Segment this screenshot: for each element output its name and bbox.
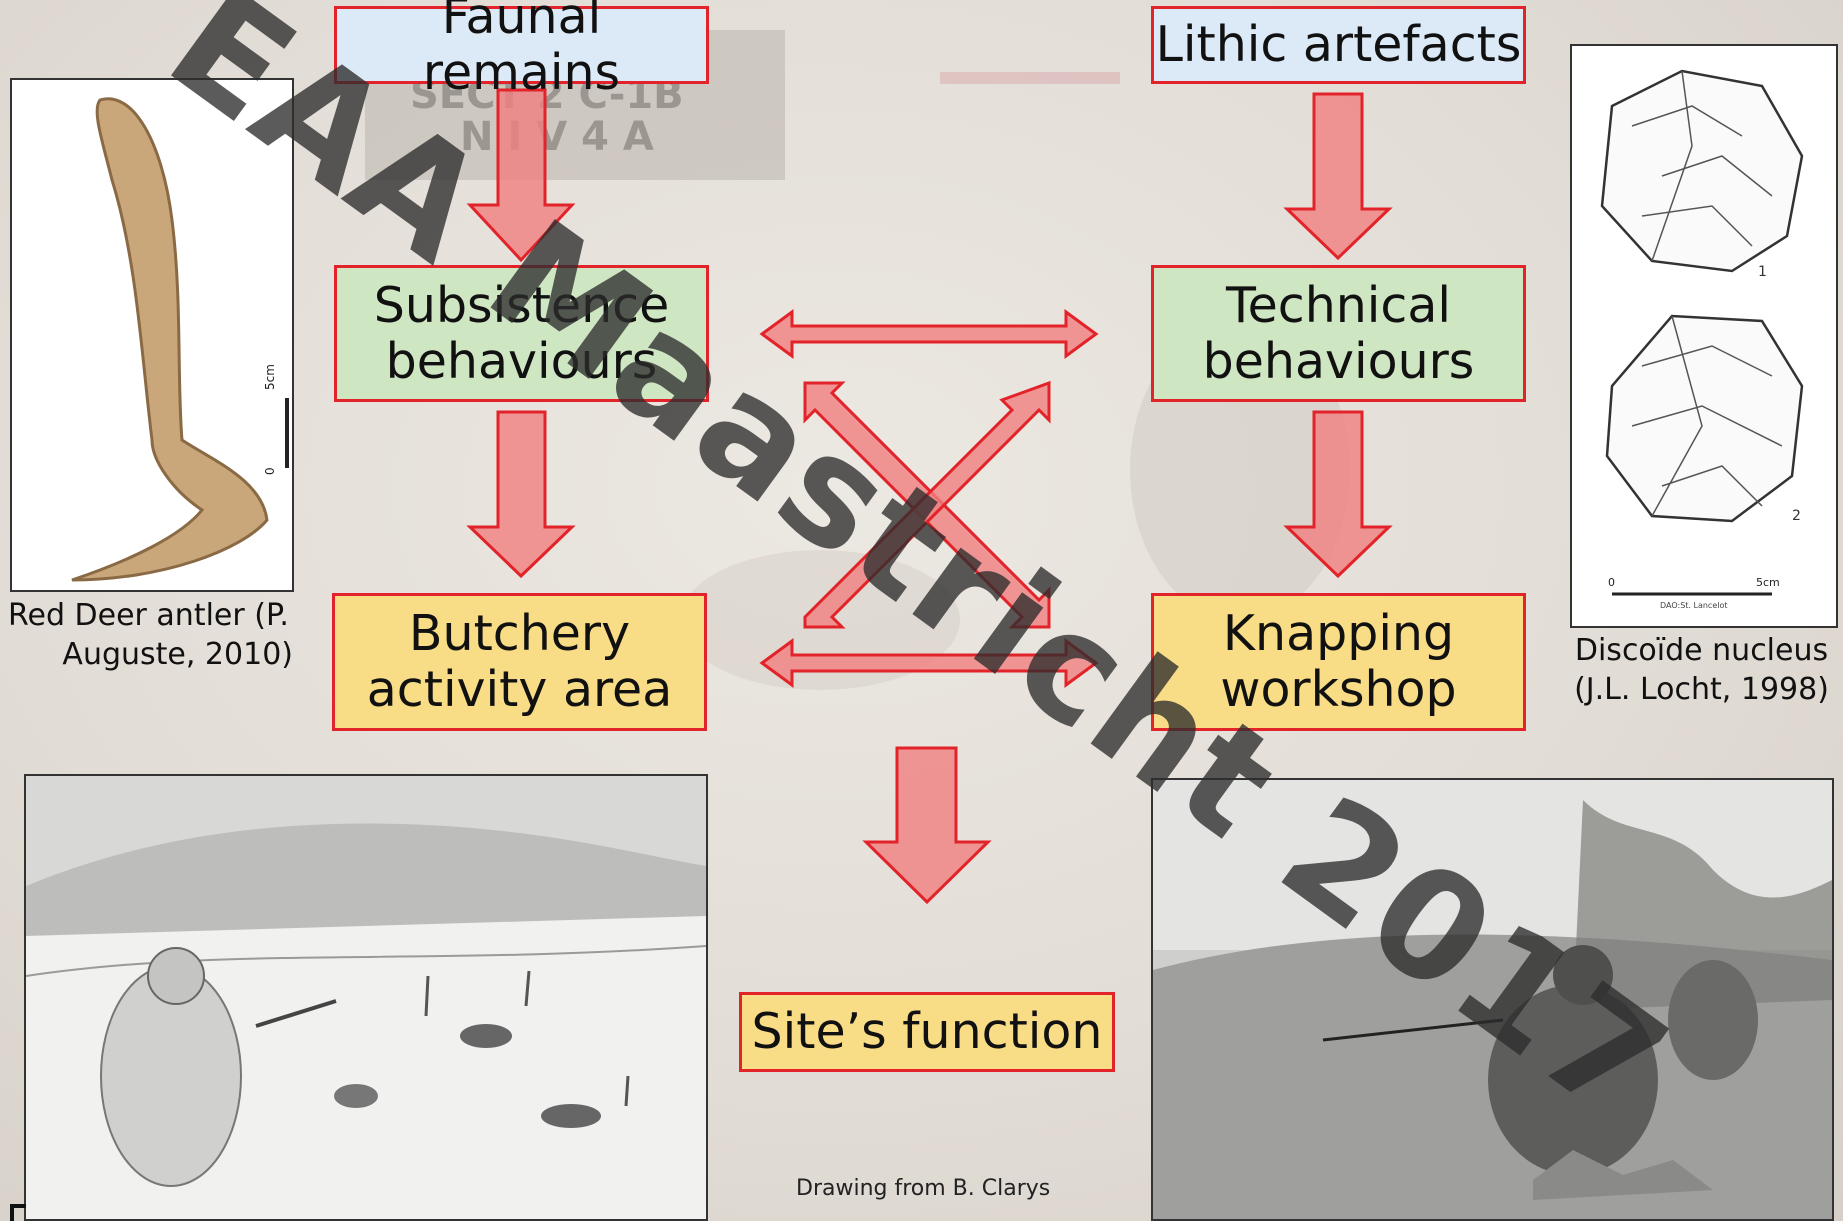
hunting-scene-hills [26, 823, 706, 936]
knapping-scene-tree [1573, 800, 1832, 1010]
hunting-scene-drawing [26, 776, 706, 1187]
nucleus-2-scars [1631, 315, 1783, 517]
box-butchery-line1: Butchery [408, 605, 631, 663]
hunting-scene-spear [255, 999, 337, 1028]
hunting-scene-animal-2 [460, 1024, 512, 1048]
box-technical-behaviours: Technical behaviours [1151, 265, 1526, 402]
knapping-scene-image [1151, 778, 1834, 1221]
antler-caption-line1: Red Deer antler (P. [8, 598, 289, 633]
arrow-lithic-to-technical [1283, 92, 1393, 261]
nucleus-1-outline [1600, 69, 1804, 273]
hunting-scene-image [24, 774, 708, 1221]
box-knapping-workshop: Knapping workshop [1151, 593, 1526, 731]
antler-scale-zero: 0 [263, 467, 277, 475]
knapping-scene-spear [1322, 1018, 1504, 1042]
nucleus-1-scars [1631, 70, 1773, 262]
background-sign-line2: N I V 4 A [460, 114, 654, 160]
knapping-scene-drawing [1153, 780, 1832, 1219]
box-faunal-remains: Faunal remains [334, 0, 709, 100]
knapping-scene-figure-1 [1488, 985, 1658, 1175]
hunting-scene-horizon [26, 945, 706, 977]
box-knapping-line2: workshop [1220, 661, 1457, 718]
antler-caption-line2: Auguste, 2010) [62, 637, 293, 672]
box-subsistence-line1: Subsistence [373, 276, 670, 334]
box-butchery-line2: activity area [366, 661, 673, 718]
box-technical-line2: behaviours [1202, 332, 1475, 390]
nucleus-scale-5cm: 5cm [1756, 576, 1780, 589]
arrow-to-site-function [862, 746, 992, 905]
antler-drawing: 5cm 0 [71, 97, 289, 582]
box-knapping-line1: Knapping [1222, 605, 1455, 663]
antler-scale-5cm: 5cm [263, 364, 277, 390]
nucleus-1-label: 1 [1758, 264, 1767, 280]
knapping-scene-head-1 [1553, 945, 1613, 1005]
knapping-scene-figure-2 [1668, 960, 1758, 1080]
hunting-scene-animal-3 [541, 1104, 601, 1128]
background-scale-bar [940, 72, 1120, 84]
arrow-butchery-knapping-double [759, 638, 1099, 688]
arrow-subsistence-to-butchery [466, 410, 576, 579]
arrow-faunal-to-subsistence [466, 88, 576, 263]
hunting-scene-animal-1 [334, 1084, 378, 1108]
drawing-credit: Drawing from B. Clarys [796, 1176, 1051, 1201]
nucleus-caption-line2: (J.L. Locht, 1998) [1574, 672, 1829, 707]
nucleus-caption-line1: Discoïde nucleus [1574, 633, 1829, 668]
nucleus-author: DAO:St. Lancelot [1660, 601, 1728, 610]
box-lithic-artefacts-label: Lithic artefacts [1155, 16, 1522, 74]
nucleus-2-label: 2 [1792, 508, 1801, 524]
box-faunal-remains-label: Faunal remains [422, 0, 621, 101]
antler-image: 5cm 0 [10, 78, 294, 592]
nucleus-caption: Discoïde nucleus (J.L. Locht, 1998) [1565, 631, 1838, 709]
box-lithic-artefacts: Lithic artefacts [1151, 6, 1526, 84]
arrow-diagonal-up [803, 380, 1051, 629]
hunting-scene-hunters [424, 970, 630, 1107]
box-technical-line1: Technical [1226, 276, 1451, 334]
box-site-function-label: Site’s function [751, 1003, 1103, 1061]
arrow-subsistence-technical-double [759, 309, 1099, 359]
box-subsistence-behaviours: Subsistence behaviours [334, 265, 709, 402]
nucleus-drawing: 1 2 0 5cm DAO:St. Lancelot [1600, 69, 1804, 610]
antler-caption: Red Deer antler (P. Auguste, 2010) [8, 596, 293, 674]
nucleus-image: 1 2 0 5cm DAO:St. Lancelot [1570, 44, 1838, 628]
corner-mark [10, 1204, 26, 1221]
nucleus-scale-zero: 0 [1608, 576, 1615, 589]
box-butchery-activity-area: Butchery activity area [332, 593, 707, 731]
knapping-scene-stones [1533, 1150, 1713, 1200]
box-subsistence-line2: behaviours [385, 332, 658, 390]
hunting-scene-head [147, 947, 205, 1005]
box-site-function: Site’s function [739, 992, 1115, 1072]
antler-shape [71, 97, 269, 582]
arrow-technical-to-knapping [1283, 410, 1393, 579]
